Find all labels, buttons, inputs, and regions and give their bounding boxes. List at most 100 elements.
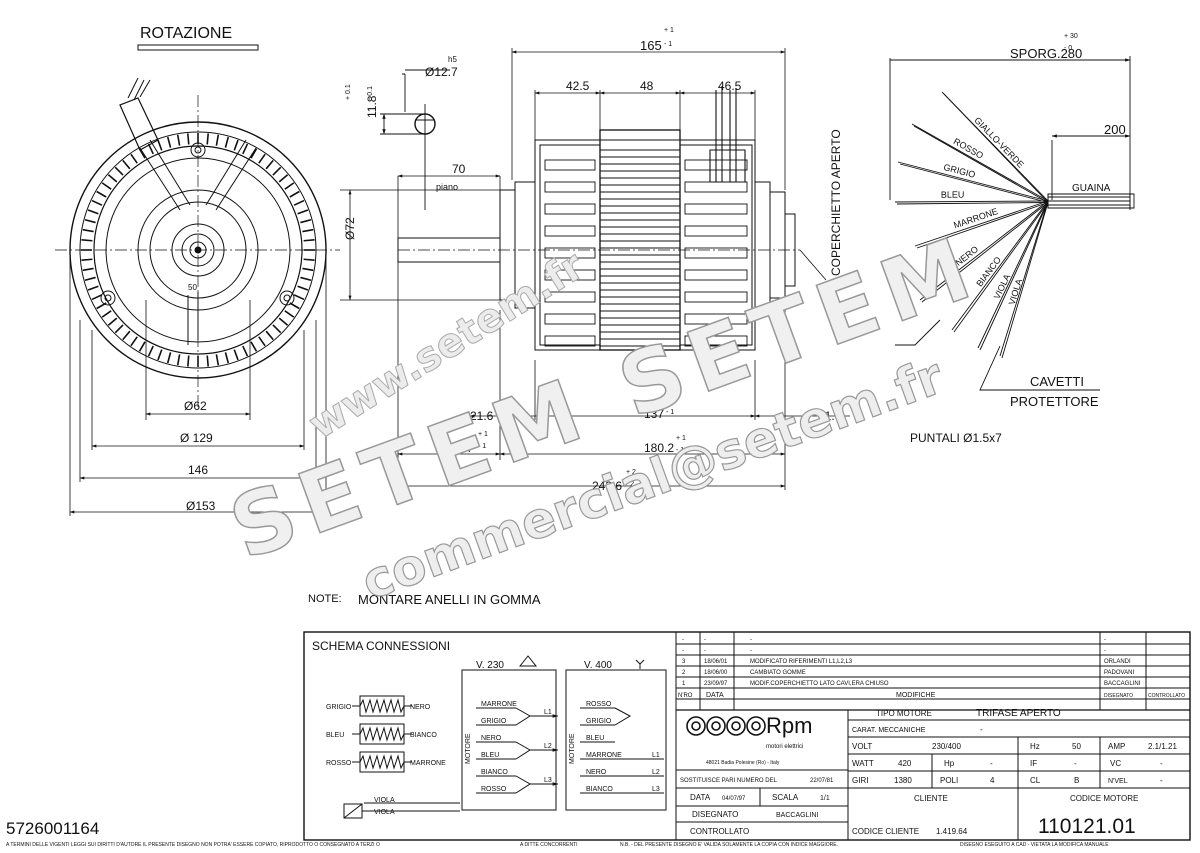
note-text: MONTARE ANELLI IN GOMMA — [358, 592, 541, 607]
dim-153: Ø153 — [186, 499, 216, 513]
dim-42-5: 42.5 — [566, 79, 590, 93]
dim-50: 50 — [188, 283, 197, 292]
shaft-detail — [380, 69, 450, 210]
tipo-val: TRIFASE APERTO — [976, 708, 1061, 719]
schema-motore-1: MOTORE — [465, 733, 472, 764]
rev-desc: CAMBIATO GOMME — [750, 670, 806, 676]
fin — [107, 317, 118, 326]
wire-line — [913, 125, 1049, 203]
dim-137-tol2: - 1 — [666, 409, 674, 416]
rev-h-no: N'RO — [678, 693, 693, 699]
coil-zigzag — [352, 726, 412, 742]
fin — [87, 209, 99, 215]
schema-title: SCHEMA CONNESSIONI — [312, 639, 450, 653]
coil-zigzag — [352, 698, 412, 714]
fin — [233, 139, 239, 151]
fin — [215, 134, 220, 146]
nvel-label: N'VEL — [1108, 778, 1128, 785]
dim-243-6-tol2: - 2 — [626, 481, 634, 488]
amp-label: AMP — [1108, 742, 1125, 751]
rev-desc: - — [750, 648, 752, 654]
wire-line — [943, 93, 1049, 203]
fin — [300, 276, 312, 282]
coil-label-left: GRIGIO — [326, 704, 352, 711]
fin — [215, 354, 220, 366]
fin — [87, 285, 99, 291]
fin — [84, 276, 96, 282]
rev-who: BACCAGLINI — [1104, 681, 1141, 687]
wire-line — [916, 202, 1049, 249]
fin — [297, 285, 309, 291]
fin — [187, 133, 190, 145]
dim-63-4-tol2: - 1 — [478, 443, 486, 450]
dim-flat-tol2: - 0.1 — [367, 86, 374, 100]
winding-slot — [544, 335, 596, 347]
rev-who: - — [1104, 648, 1106, 654]
v400-wire-label: NERO — [586, 769, 607, 776]
sporg-label: SPORG.280 — [1010, 46, 1082, 61]
vc-label: VC — [1110, 759, 1121, 768]
fin — [284, 182, 295, 190]
coil-label-right: MARRONE — [410, 760, 446, 767]
schema-viola-box: VIOLA — [374, 809, 395, 816]
if-label: IF — [1030, 759, 1037, 768]
fin — [176, 354, 181, 366]
fin — [206, 133, 209, 145]
winding-slot — [684, 269, 748, 281]
fin — [138, 341, 146, 352]
dim-165: 165 — [640, 38, 662, 53]
if-val: - — [1074, 759, 1077, 768]
dim-72: Ø72 — [343, 217, 357, 240]
giri-val: 1380 — [894, 776, 912, 785]
winding-slot — [544, 313, 596, 325]
coil-zigzag — [352, 754, 412, 770]
rev-date: - — [704, 648, 706, 654]
fin — [101, 310, 112, 318]
winding-slot — [684, 225, 748, 237]
fin — [130, 336, 138, 347]
sporg-tol2: - 0 — [1064, 45, 1072, 52]
fin — [250, 148, 258, 159]
data-val: 04/07/97 — [722, 796, 746, 802]
rev-no: 3 — [682, 659, 686, 665]
fin — [81, 239, 93, 242]
side-cable — [709, 86, 746, 183]
dim-21-6-right: 21.6 — [818, 409, 842, 423]
sostituisce-val: 22/07/81 — [810, 778, 834, 784]
v400-wire-label: BIANCO — [586, 786, 613, 793]
rev-who: PADOVANI — [1104, 670, 1134, 676]
winding-slot — [684, 247, 748, 259]
v400-line-label: L1 — [652, 752, 660, 759]
wire-line — [979, 202, 1049, 351]
hp-val: - — [990, 759, 993, 768]
footer-copyright: A TERMINI DELLE VIGENTI LEGGI SUI DIRITT… — [6, 842, 380, 848]
fin — [82, 267, 94, 272]
dim-shaft-dia: Ø12.7 — [425, 65, 458, 79]
wire-line — [1001, 202, 1049, 359]
dim-243-6-tol: + 2 — [626, 469, 636, 476]
v230-wire-label: GRIGIO — [481, 718, 507, 725]
fin — [242, 143, 249, 155]
carat-label: CARAT. MECCANICHE — [852, 727, 926, 734]
fin — [122, 330, 131, 341]
fin — [147, 143, 154, 155]
fin — [265, 330, 274, 341]
rotation-label: ROTAZIONE — [140, 25, 232, 42]
wire-label: BLEU — [941, 190, 965, 200]
fin — [157, 139, 163, 151]
v400-wire-label: BLEU — [586, 735, 604, 742]
rev-date: 23/09/97 — [704, 681, 728, 687]
stator-laminations — [544, 149, 748, 347]
v230-line-label: L1 — [544, 709, 552, 716]
fin — [96, 190, 107, 198]
dim-243-6: 243.6 — [592, 479, 622, 493]
rev-desc: MODIF.COPERCHIETTO LATO CAVI,ERA CHIUSO — [750, 681, 889, 687]
coperchietto-label: COPERCHIETTO APERTO — [829, 129, 843, 276]
fin — [300, 218, 312, 224]
v230-wire-label: BLEU — [481, 752, 499, 759]
v230-line-label: L2 — [544, 743, 552, 750]
dim-165-tol2: - 1 — [664, 41, 672, 48]
footer-valid-copy: N.B. - DEL PRESENTE DISEGNO E' VALIDA SO… — [620, 842, 838, 848]
dim-21-6-left: 21.6 — [470, 409, 494, 423]
